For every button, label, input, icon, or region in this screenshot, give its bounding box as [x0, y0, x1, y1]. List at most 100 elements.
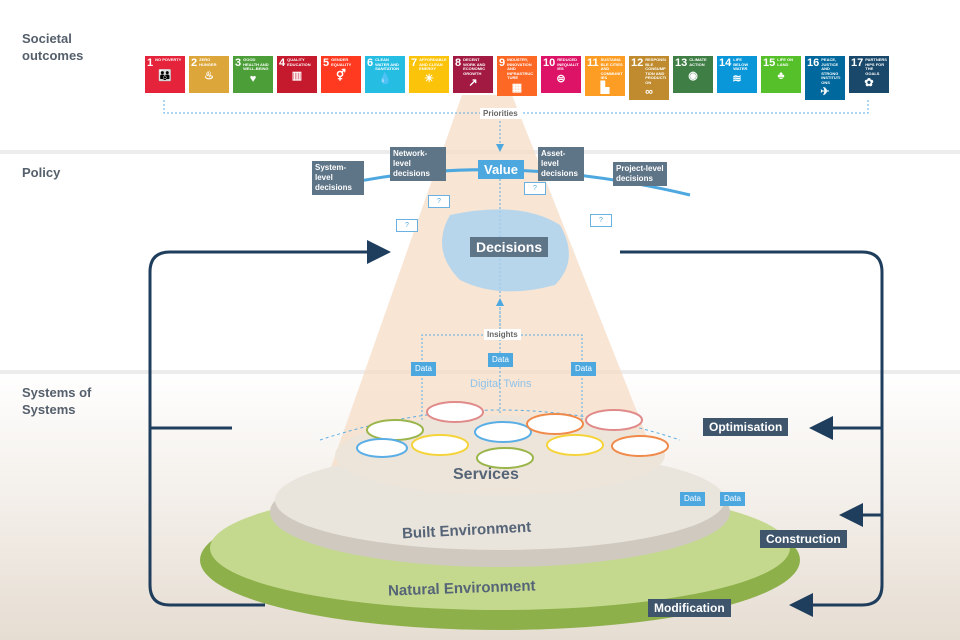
- sdg-number: 16: [807, 57, 820, 69]
- sdg-label: AFFORDABLE AND CLEAN ENERGY: [419, 57, 447, 71]
- sdg-number: 13: [675, 57, 688, 69]
- tree-icon: ♣: [777, 70, 785, 82]
- heartbeat-icon: ♥: [249, 72, 257, 85]
- sdg-number: 7: [411, 57, 418, 69]
- section-societal-outcomes: Societal outcomes: [22, 31, 84, 63]
- digital-twins-label: Digital Twins: [470, 378, 532, 390]
- priorities-label: Priorities: [480, 108, 521, 119]
- sdg-number: 3: [235, 57, 242, 69]
- infinity-icon: ∞: [645, 86, 653, 98]
- data-tag: Data: [488, 353, 513, 367]
- sdg-label: DECENT WORK AND ECONOMIC GROWTH: [463, 57, 486, 76]
- services-layer-label: Services: [453, 466, 519, 483]
- sdg-label: INDUSTRY, INNOVATION AND INFRASTRUCTURE: [507, 57, 534, 80]
- insights-label: Insights: [484, 329, 521, 340]
- sdg-label: LIFE ON LAND: [777, 57, 794, 67]
- asset-level-decisions-tag: Asset-level decisions: [538, 147, 584, 181]
- data-tag: Data: [720, 492, 745, 506]
- question-box: ?: [396, 219, 418, 232]
- flower-icon: ✿: [864, 77, 874, 89]
- question-box: ?: [590, 214, 612, 227]
- sdg-number: 5: [323, 57, 330, 69]
- sdg-label: NO POVERTY: [155, 57, 182, 62]
- sdg-label: PARTNERSHIPS FOR THE GOALS: [865, 57, 887, 76]
- sdg-number: 15: [763, 57, 776, 69]
- sdg-number: 1: [147, 57, 154, 69]
- network-level-decisions-tag: Network-level decisions: [390, 147, 446, 181]
- value-label: Value: [478, 160, 524, 179]
- construction-label: Construction: [760, 530, 847, 548]
- gender-icon: ⚥: [336, 70, 346, 82]
- dove-icon: ✈: [820, 86, 830, 98]
- sdg-label: GOOD HEALTH AND WELL-BEING: [243, 57, 269, 71]
- sun-icon: ☀: [424, 72, 434, 85]
- section-policy: Policy: [22, 165, 61, 180]
- question-box: ?: [428, 195, 450, 208]
- question-box: ?: [524, 182, 546, 195]
- sdg-number: 10: [543, 57, 556, 69]
- bowl-icon: ♨: [204, 70, 214, 82]
- project-level-decisions-tag: Project-level decisions: [613, 162, 667, 186]
- sdg-number: 2: [191, 57, 198, 69]
- sdg-number: 17: [851, 57, 864, 69]
- growth-chart-icon: ↗: [468, 77, 478, 89]
- city-icon: ▙: [600, 81, 610, 94]
- sdg-label: GENDER EQUALITY: [331, 57, 352, 67]
- water-icon: 💧: [378, 72, 392, 85]
- sdg-number: 11: [587, 57, 599, 69]
- sdg-label: CLEAN WATER AND SANITATION: [375, 57, 399, 71]
- section-systems-of-systems: Systems of Systems: [22, 385, 92, 417]
- optimisation-label: Optimisation: [703, 418, 789, 436]
- sdg-label: QUALITY EDUCATION: [287, 57, 311, 67]
- people-icon: 👪: [158, 70, 172, 82]
- sdg-number: 12: [631, 57, 644, 69]
- sdg-label: SUSTAINABLE CITIES AND COMMUNITIES: [600, 57, 623, 80]
- sdg-label: RESPONSIBLE CONSUMPTION AND PRODUCTION: [645, 57, 667, 85]
- cubes-icon: ▦: [511, 81, 523, 94]
- sdg-number: 6: [367, 57, 374, 69]
- sdg-number: 8: [455, 57, 462, 69]
- data-tag: Data: [680, 492, 705, 506]
- eye-globe-icon: ◉: [688, 70, 698, 82]
- data-tag: Data: [411, 362, 436, 376]
- sdg-number: 9: [499, 57, 506, 69]
- modification-label: Modification: [648, 599, 731, 617]
- decisions-label: Decisions: [470, 237, 549, 257]
- sdg-label: REDUCED INEQUALITIES: [557, 57, 579, 71]
- sdg-label: CLIMATE ACTION: [689, 57, 707, 67]
- sdg-number: 4: [279, 57, 286, 69]
- sdg-number: 14: [719, 57, 732, 69]
